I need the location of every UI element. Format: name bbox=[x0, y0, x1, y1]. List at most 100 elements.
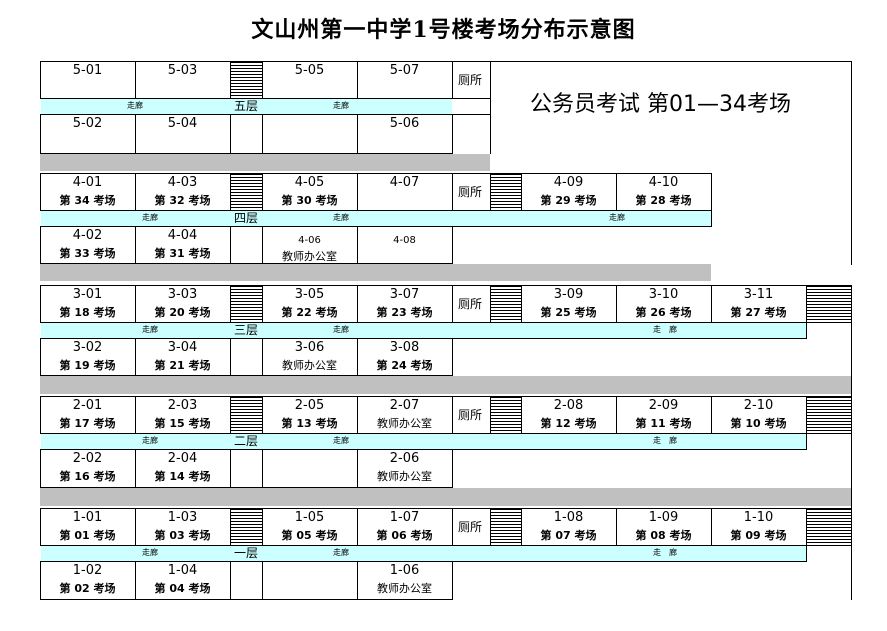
grid-line bbox=[711, 173, 712, 227]
room-number: 3-03 bbox=[167, 287, 198, 302]
grid-line bbox=[230, 449, 231, 488]
staircase bbox=[230, 285, 263, 323]
exam-room-label: 第 34 考场 bbox=[59, 194, 116, 207]
grid-line bbox=[40, 61, 41, 99]
room-number: 2-10 bbox=[743, 398, 774, 413]
room-number: 3-09 bbox=[553, 287, 584, 302]
grid-line bbox=[357, 338, 358, 376]
grid-line bbox=[135, 561, 136, 600]
room-number: 4-07 bbox=[389, 175, 420, 190]
room-number: 5-03 bbox=[167, 63, 198, 78]
room-number: 5-01 bbox=[72, 63, 103, 78]
grid-line bbox=[135, 338, 136, 376]
grid-line bbox=[40, 173, 41, 211]
floor-label: 三层 bbox=[233, 323, 259, 337]
restroom-label: 厕所 bbox=[458, 408, 483, 422]
grid-line bbox=[452, 61, 453, 99]
exam-room-label: 第 01 考场 bbox=[59, 529, 116, 542]
corridor-label: 走 廊 bbox=[653, 436, 677, 445]
corridor-label: 走廊 bbox=[333, 436, 349, 445]
grid-line bbox=[135, 396, 136, 434]
grid-line bbox=[40, 508, 41, 546]
grid-line bbox=[616, 285, 617, 323]
room-number: 2-03 bbox=[167, 398, 198, 413]
exam-room-label: 第 24 考场 bbox=[376, 359, 433, 372]
grid-line bbox=[711, 285, 712, 323]
staircase bbox=[490, 285, 522, 323]
grid-line bbox=[40, 210, 712, 211]
grid-line bbox=[40, 153, 453, 154]
exam-room-label: 第 11 考场 bbox=[635, 417, 692, 430]
exam-room-label: 第 03 考场 bbox=[154, 529, 211, 542]
outer-border-right bbox=[851, 285, 852, 600]
room-number: 5-07 bbox=[389, 63, 420, 78]
grid-line bbox=[357, 449, 358, 488]
grid-line bbox=[135, 285, 136, 323]
restroom-label: 厕所 bbox=[458, 73, 483, 87]
exam-room-label: 第 22 考场 bbox=[281, 306, 338, 319]
grid-line bbox=[262, 561, 263, 600]
corridor-label: 走廊 bbox=[333, 325, 349, 334]
room-number: 5-04 bbox=[167, 116, 198, 131]
grid-line bbox=[616, 396, 617, 434]
floor-label: 二层 bbox=[233, 434, 259, 448]
grid-line bbox=[40, 61, 491, 62]
grid-line bbox=[357, 114, 358, 154]
grid-line bbox=[135, 508, 136, 546]
grid-line bbox=[135, 226, 136, 264]
grid-line bbox=[40, 487, 453, 488]
staircase bbox=[230, 396, 263, 434]
room-number: 2-09 bbox=[648, 398, 679, 413]
restroom-label: 厕所 bbox=[458, 297, 483, 311]
room-number: 1-06 bbox=[389, 563, 420, 578]
grid-line bbox=[357, 173, 358, 211]
room-cell: 2-09 第 11 考场 bbox=[616, 396, 711, 433]
floor-separator bbox=[40, 376, 851, 394]
exam-room-label: 第 32 考场 bbox=[154, 194, 211, 207]
room-number: 2-08 bbox=[553, 398, 584, 413]
corridor-label: 走 廊 bbox=[653, 325, 677, 334]
room-number: 4-01 bbox=[72, 175, 103, 190]
exam-room-label: 第 29 考场 bbox=[540, 194, 597, 207]
grid-line bbox=[40, 226, 712, 227]
room-number: 5-06 bbox=[389, 116, 420, 131]
room-number: 2-07 bbox=[389, 398, 420, 413]
room-cell: 4-03 第 32 考场 bbox=[135, 173, 230, 210]
grid-line bbox=[40, 338, 807, 339]
exam-room-label: 第 08 考场 bbox=[635, 529, 692, 542]
grid-line bbox=[40, 322, 807, 323]
grid-line bbox=[230, 226, 231, 264]
corridor-label: 走 廊 bbox=[653, 548, 677, 557]
grid-line bbox=[40, 375, 453, 376]
grid-line bbox=[40, 285, 807, 286]
room-number: 4-03 bbox=[167, 175, 198, 190]
grid-line bbox=[616, 508, 617, 546]
restroom-label: 厕所 bbox=[458, 520, 483, 534]
grid-line bbox=[262, 449, 263, 488]
room-number: 2-04 bbox=[167, 451, 198, 466]
grid-line bbox=[357, 561, 358, 600]
staircase bbox=[230, 508, 263, 546]
grid-line bbox=[135, 449, 136, 488]
room-cell: 5-07 bbox=[357, 61, 452, 98]
room-number: 3-01 bbox=[72, 287, 103, 302]
grid-line bbox=[40, 173, 712, 174]
corridor bbox=[41, 98, 452, 114]
exam-room-label: 第 04 考场 bbox=[154, 582, 211, 595]
exam-room-label: 第 23 考场 bbox=[376, 306, 433, 319]
